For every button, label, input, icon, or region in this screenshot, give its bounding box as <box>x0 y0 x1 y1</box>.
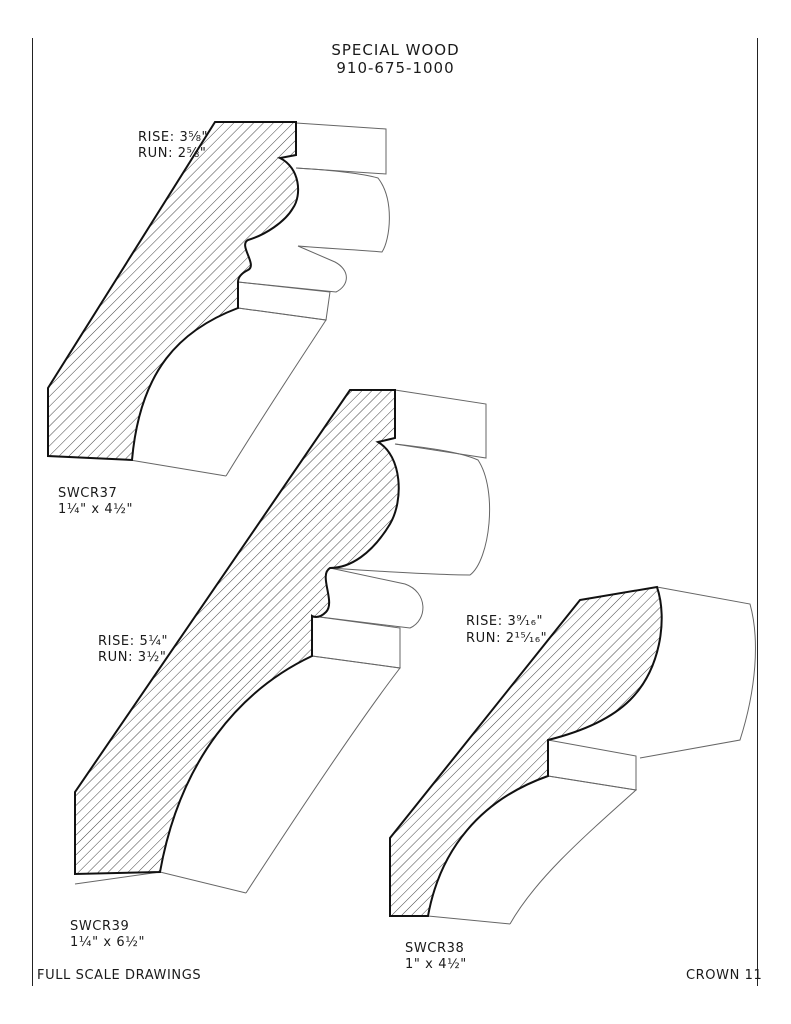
company-phone: 910-675-1000 <box>336 59 455 77</box>
swcr38-run: RUN: 2¹⁵⁄₁₆" <box>466 631 548 646</box>
swcr38-size: 1" x 4½" <box>405 957 467 972</box>
swcr37-code: SWCR37 <box>58 486 118 501</box>
swcr37-section <box>47 121 300 462</box>
company-name: SPECIAL WOOD <box>331 41 460 59</box>
footer-left-label: FULL SCALE DRAWINGS <box>37 968 202 983</box>
swcr39-size: 1¼" x 6½" <box>70 935 146 950</box>
swcr39-rise: RISE: 5¼" <box>98 634 169 649</box>
swcr37-size: 1¼" x 4½" <box>58 502 134 517</box>
profile-swcr37 <box>47 121 390 477</box>
swcr39-section <box>74 389 400 876</box>
swcr39-code: SWCR39 <box>70 919 130 934</box>
profile-swcr38 <box>389 585 756 925</box>
footer-right-label: CROWN 11 <box>686 968 763 983</box>
swcr38-section <box>389 585 663 917</box>
left-border-line <box>32 38 33 986</box>
swcr37-rise: RISE: 3⅝" <box>138 130 209 145</box>
swcr38-code: SWCR38 <box>405 941 465 956</box>
swcr39-run: RUN: 3½" <box>98 650 167 665</box>
swcr37-run: RUN: 2⅝" <box>138 146 207 161</box>
right-border-line <box>757 38 758 986</box>
swcr38-rise: RISE: 3⁹⁄₁₆" <box>466 614 544 629</box>
swcr37-extrusion <box>47 122 390 477</box>
profile-swcr39 <box>74 389 491 894</box>
